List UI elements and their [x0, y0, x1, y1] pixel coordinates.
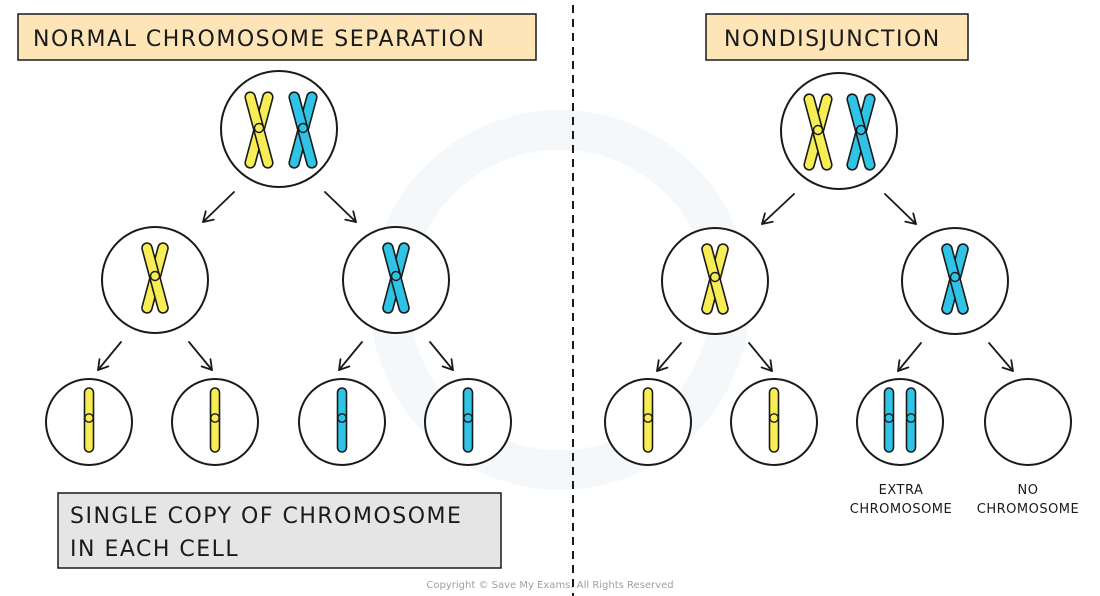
nondisjunction-title-box — [705, 13, 969, 61]
nd-gamete-1-chromatid — [642, 387, 654, 453]
nd-arrow-gamete-4 — [988, 342, 1014, 372]
nd-gamete-extra-chromatid-b — [905, 387, 917, 453]
nd-arrow-down-left — [761, 193, 795, 225]
normal-parent-cell — [220, 70, 338, 188]
nondisjunction-panel: NONDISJUNCTION EXTRA CHROMOSOME NO CHROM… — [604, 13, 1079, 517]
nd-parent-blue-chromosome — [846, 93, 876, 171]
note-line-1: SINGLE COPY OF CHROMOSOME — [70, 504, 462, 529]
nd-parent-yellow-chromosome — [803, 93, 833, 171]
normal-separation-panel: NORMAL CHROMOSOME SEPARATION SINGLE COPY… — [17, 13, 537, 569]
gamete-2-chromatid — [209, 387, 221, 453]
nd-daughter-yellow-chromosome — [701, 243, 729, 315]
arrow-gamete-3 — [338, 341, 363, 371]
gamete-1-chromatid — [83, 387, 95, 453]
nd-gamete-extra — [856, 378, 944, 466]
arrow-down-left — [202, 191, 235, 223]
extra-label-line-2: CHROMOSOME — [850, 502, 952, 517]
normal-parent-blue-chromosome — [288, 91, 318, 169]
extra-label-line-1: EXTRA — [879, 483, 924, 498]
gamete-4-chromatid — [462, 387, 474, 453]
none-label-line-2: CHROMOSOME — [977, 502, 1079, 517]
normal-parent-yellow-chromosome — [244, 91, 274, 169]
normal-title: NORMAL CHROMOSOME SEPARATION — [33, 27, 486, 52]
note-box — [57, 492, 502, 569]
none-label-line-1: NO — [1018, 483, 1039, 498]
nd-parent-cell — [780, 72, 898, 190]
nd-daughter-blue-chromosome — [941, 243, 969, 315]
nd-gamete-empty — [984, 378, 1072, 466]
nd-arrow-down-right — [884, 193, 917, 225]
arrow-gamete-2 — [188, 341, 213, 371]
arrow-down-right — [324, 191, 357, 223]
normal-daughter-blue-chromosome — [382, 242, 410, 314]
nd-gamete-2-chromatid — [768, 387, 780, 453]
normal-title-box — [17, 13, 537, 61]
copyright-text: Copyright © Save My Exams. All Rights Re… — [426, 580, 673, 591]
nd-arrow-gamete-3 — [897, 342, 922, 372]
arrow-gamete-1 — [97, 341, 122, 371]
gamete-3-chromatid — [336, 387, 348, 453]
nd-gamete-extra-chromatid-a — [883, 387, 895, 453]
normal-daughter-yellow-chromosome — [141, 242, 169, 314]
nd-arrow-gamete-1 — [656, 342, 682, 372]
note-line-2: IN EACH CELL — [70, 537, 239, 562]
nd-arrow-gamete-2 — [748, 342, 773, 372]
nondisjunction-title: NONDISJUNCTION — [724, 27, 941, 52]
arrow-gamete-4 — [429, 341, 454, 371]
